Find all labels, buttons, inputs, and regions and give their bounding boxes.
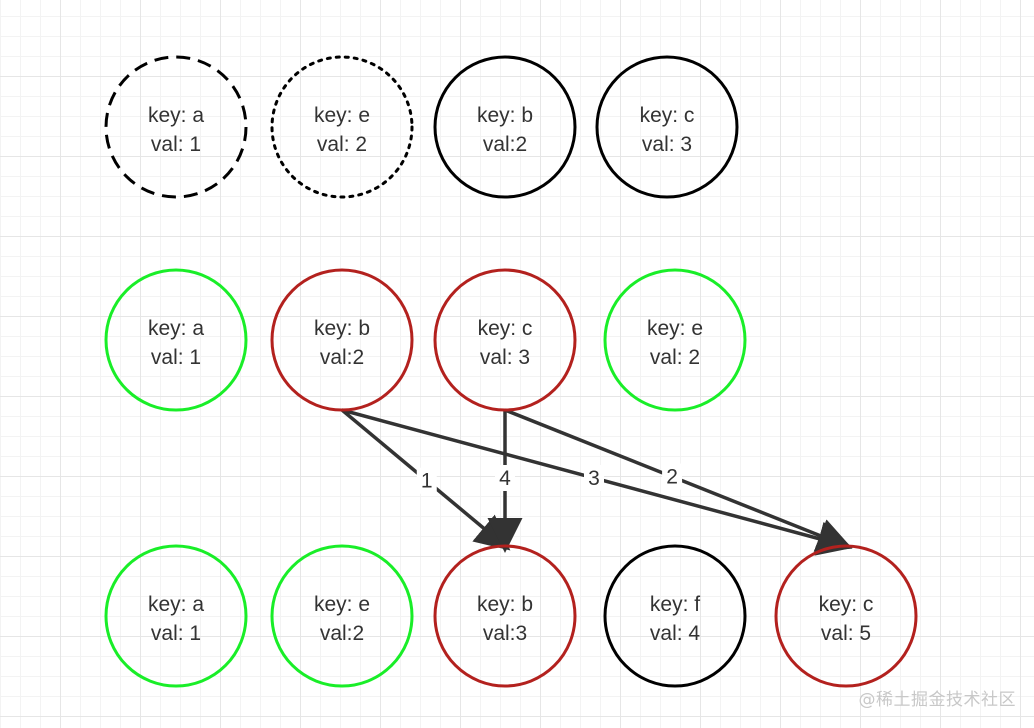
node-circle bbox=[774, 544, 918, 688]
node-11: key: f val: 4 bbox=[603, 544, 747, 688]
node-val-label: val: 2 bbox=[317, 133, 367, 156]
node-circle bbox=[433, 268, 577, 412]
node-7: key: e val: 2 bbox=[603, 268, 747, 412]
edge-label-bg bbox=[416, 467, 437, 494]
edge-label-2: 2 bbox=[666, 466, 678, 489]
node-8: key: a val: 1 bbox=[104, 544, 248, 688]
node-0: key: a val: 1 bbox=[104, 55, 248, 199]
node-5: key: b val:2 bbox=[270, 268, 414, 412]
node-circle bbox=[433, 55, 577, 199]
node-9: key: e val:2 bbox=[270, 544, 414, 688]
node-val-label: val:2 bbox=[320, 346, 364, 369]
node-val-label: val: 3 bbox=[642, 133, 692, 156]
node-val-label: val: 1 bbox=[151, 133, 201, 156]
node-key-label: key: c bbox=[478, 317, 533, 340]
node-val-label: val: 1 bbox=[151, 346, 201, 369]
node-circle bbox=[270, 55, 414, 199]
node-circle bbox=[603, 268, 747, 412]
node-circle bbox=[433, 544, 577, 688]
node-2: key: b val:2 bbox=[433, 55, 577, 199]
node-10: key: b val:3 bbox=[433, 544, 577, 688]
node-key-label: key: b bbox=[477, 593, 533, 616]
node-val-label: val:2 bbox=[320, 622, 364, 645]
node-key-label: key: e bbox=[314, 104, 370, 127]
edge-label-bg bbox=[584, 465, 604, 491]
node-val-label: val: 1 bbox=[151, 622, 201, 645]
node-circle bbox=[104, 268, 248, 412]
edge-label-4: 4 bbox=[499, 467, 511, 490]
edge-label-1: 1 bbox=[421, 470, 433, 493]
node-val-label: val: 3 bbox=[480, 346, 530, 369]
watermark: @稀土掘金技术社区 bbox=[858, 690, 1016, 710]
node-key-label: key: b bbox=[477, 104, 533, 127]
edge-label-3: 3 bbox=[588, 467, 600, 490]
node-1: key: e val: 2 bbox=[270, 55, 414, 199]
node-circle bbox=[270, 544, 414, 688]
node-3: key: c val: 3 bbox=[595, 55, 739, 199]
node-val-label: val:3 bbox=[483, 622, 527, 645]
node-4: key: a val: 1 bbox=[104, 268, 248, 412]
node-key-label: key: e bbox=[647, 317, 703, 340]
edge-labels-layer: 1 2 3 4 bbox=[416, 463, 683, 494]
node-val-label: val: 5 bbox=[821, 622, 871, 645]
node-key-label: key: b bbox=[314, 317, 370, 340]
edge-label-bg bbox=[495, 465, 515, 491]
node-key-label: key: e bbox=[314, 593, 370, 616]
node-val-label: val: 2 bbox=[650, 346, 700, 369]
node-key-label: key: a bbox=[148, 104, 204, 127]
node-key-label: key: f bbox=[650, 593, 700, 616]
node-circle bbox=[270, 268, 414, 412]
node-circle bbox=[595, 55, 739, 199]
node-6: key: c val: 3 bbox=[433, 268, 577, 412]
node-val-label: val:2 bbox=[483, 133, 527, 156]
node-12: key: c val: 5 bbox=[774, 544, 918, 688]
node-val-label: val: 4 bbox=[650, 622, 701, 645]
node-key-label: key: a bbox=[148, 317, 204, 340]
node-circle bbox=[104, 55, 248, 199]
node-circle bbox=[603, 544, 747, 688]
node-key-label: key: a bbox=[148, 593, 204, 616]
node-circle bbox=[104, 544, 248, 688]
node-key-label: key: c bbox=[819, 593, 874, 616]
node-key-label: key: c bbox=[640, 104, 695, 127]
edge-label-bg bbox=[662, 463, 683, 490]
